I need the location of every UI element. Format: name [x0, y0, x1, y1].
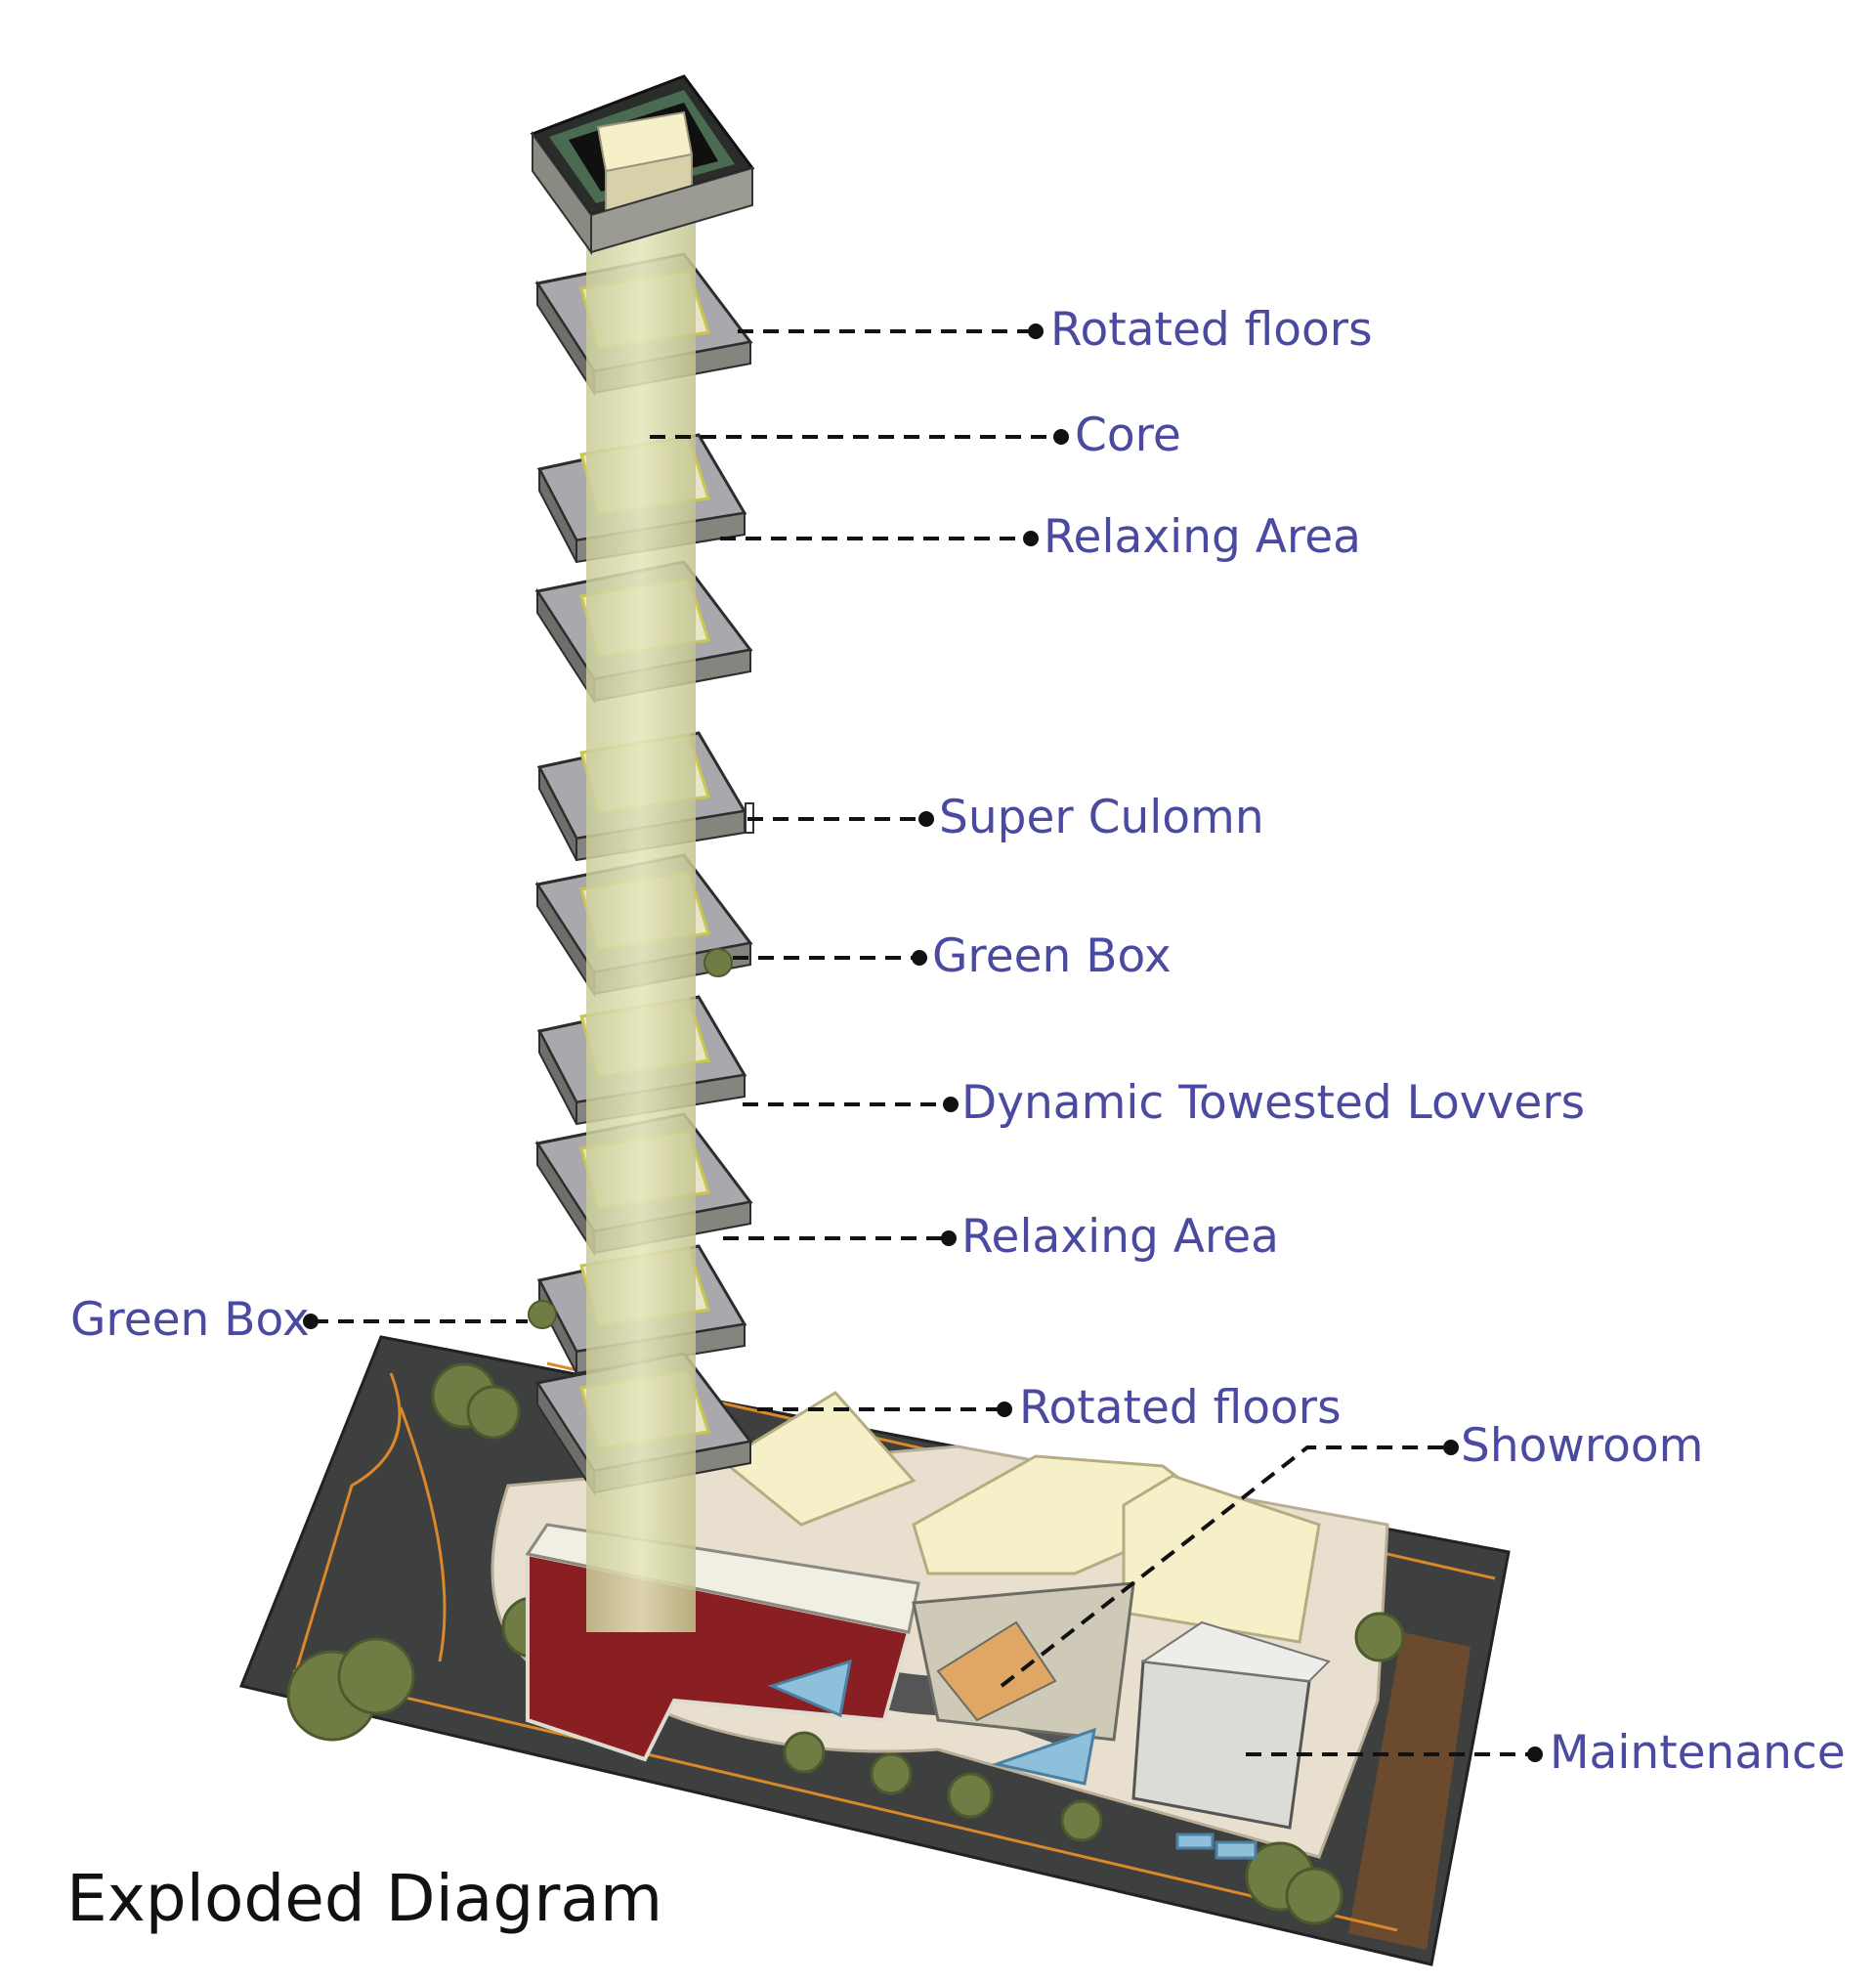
pool [1215, 1840, 1258, 1860]
leader-dot [1053, 429, 1069, 445]
label-dynamic-lovvers: Dynamic Towested Lovvers [961, 1076, 1586, 1130]
green-box [528, 1300, 557, 1329]
leader-dot [1443, 1440, 1459, 1455]
tower-roof [530, 74, 755, 256]
label-relaxing-area-top: Relaxing Area [1044, 510, 1361, 564]
leader-dot [941, 1230, 957, 1246]
leader-dot [912, 950, 927, 966]
label-relaxing-area-bottom: Relaxing Area [961, 1210, 1279, 1264]
tree [947, 1772, 994, 1819]
leader-dot [303, 1314, 319, 1329]
leader-dot [918, 811, 934, 827]
fountain [767, 1659, 852, 1718]
leader-dot [997, 1402, 1012, 1417]
label-green-box-left: Green Box [70, 1293, 310, 1347]
showroom-floor [936, 1620, 1057, 1722]
maintenance-block [1131, 1660, 1311, 1830]
label-rotated-floors-top: Rotated floors [1050, 303, 1373, 357]
label-maintenance: Maintenance [1550, 1726, 1846, 1780]
leader-line [1000, 1445, 1448, 1688]
label-core: Core [1075, 409, 1181, 462]
leader-dot [943, 1097, 959, 1112]
label-rotated-floors-bottom: Rotated floors [1019, 1381, 1342, 1435]
tree [337, 1637, 415, 1715]
tree [1354, 1612, 1405, 1662]
leader-dot [1023, 531, 1039, 546]
podium-roof-c [1122, 1474, 1321, 1644]
label-showroom: Showroom [1461, 1419, 1704, 1473]
tree [1285, 1867, 1343, 1925]
maintenance-roof [1140, 1620, 1331, 1683]
leader-dots [303, 323, 1543, 1762]
tree [783, 1731, 826, 1774]
podium-roof-a [720, 1391, 917, 1527]
label-green-box-right: Green Box [932, 929, 1172, 983]
site-soil-edge [1348, 1632, 1471, 1950]
tree [1060, 1799, 1103, 1842]
leader-dot [1028, 323, 1044, 339]
leader-lines [313, 329, 1532, 1756]
green-box [704, 948, 733, 977]
fountain [991, 1727, 1096, 1786]
podium [525, 1391, 1331, 1830]
pool [1175, 1833, 1215, 1850]
tower-core [586, 122, 696, 1632]
diagram-title: Exploded Diagram [66, 1861, 663, 1936]
tree [870, 1752, 913, 1795]
roof-facade [590, 166, 753, 254]
tree [466, 1385, 521, 1440]
label-super-culomn: Super Culomn [939, 791, 1264, 844]
water-features [767, 1659, 1258, 1860]
leader-dot [1527, 1747, 1543, 1762]
